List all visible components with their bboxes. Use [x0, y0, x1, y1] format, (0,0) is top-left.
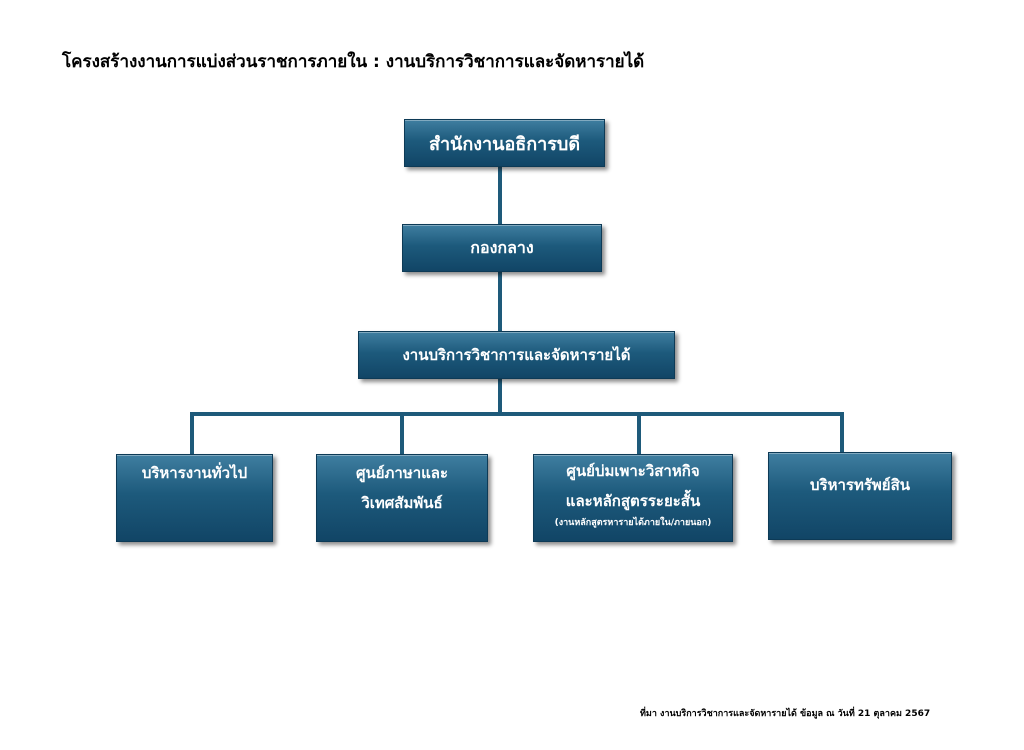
org-box-label-line2: และหลักสูตรระยะสั้น [565, 492, 701, 510]
connector-top-to-level2 [498, 166, 502, 224]
org-box-label-line1: ศูนย์บ่มเพาะวิสาหกิจ [566, 462, 700, 480]
connector-drop-general [190, 412, 194, 454]
org-box-note: (งานหลักสูตรหารายได้ภายใน/ภายนอก) [554, 518, 712, 528]
source-footnote: ที่มา งานบริการวิชาการและจัดหารายได้ ข้อ… [640, 709, 931, 719]
org-box-label-line1: ศูนย์ภาษาและ [355, 464, 449, 482]
page-title: โครงสร้างงานการแบ่งส่วนราชการภายใน : งาน… [62, 52, 645, 72]
connector-drop-entrepreneur [637, 412, 641, 454]
connector-drop-assets [840, 412, 844, 454]
connector-level3-down [498, 378, 502, 414]
org-box-language-center: ศูนย์ภาษาและ วิเทศสัมพันธ์ [316, 454, 488, 542]
org-box-general-admin: บริหารงานทั่วไป [116, 454, 273, 542]
org-box-label-line2: วิเทศสัมพันธ์ [361, 494, 443, 512]
org-box-business-incubator: ศูนย์บ่มเพาะวิสาหกิจ และหลักสูตรระยะสั้น… [533, 454, 733, 542]
org-box-label: บริหารทรัพย์สิน [810, 476, 910, 494]
org-box-label: บริหารงานทั่วไป [141, 464, 248, 482]
org-box-label: กองกลาง [470, 237, 534, 257]
connector-drop-language [400, 412, 404, 454]
org-box-office-of-president: สำนักงานอธิการบดี [404, 119, 605, 167]
org-box-label: สำนักงานอธิการบดี [428, 133, 581, 155]
connector-level2-to-level3 [498, 272, 502, 332]
org-box-label: งานบริการวิชาการและจัดหารายได้ [402, 346, 631, 364]
org-box-asset-management: บริหารทรัพย์สิน [768, 452, 952, 540]
org-box-central-division: กองกลาง [402, 224, 602, 272]
connector-horizontal-bar [190, 412, 844, 416]
org-box-academic-services: งานบริการวิชาการและจัดหารายได้ [358, 331, 675, 379]
